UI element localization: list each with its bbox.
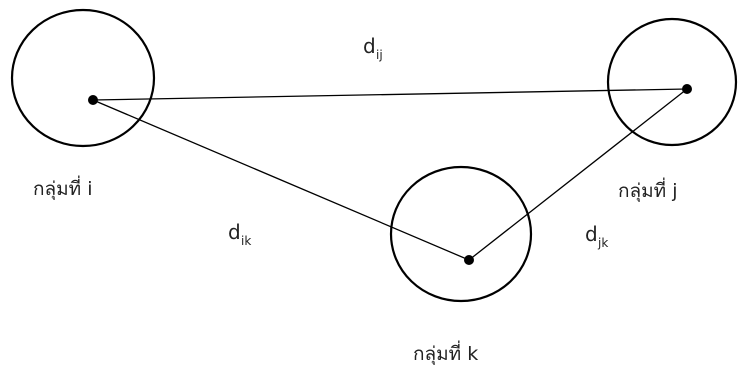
distance-ik-subscript: ik: [241, 234, 251, 248]
distance-ik-main: d: [228, 220, 241, 244]
cluster-j-boundary: [606, 17, 738, 147]
distance-jk-label: d jk: [585, 222, 608, 250]
edge-i-k: [92, 99, 470, 261]
cluster-i-boundary: [10, 8, 156, 148]
cluster-i-label: กลุ่มที่ i: [33, 175, 93, 201]
cluster-k-boundary: [389, 165, 533, 303]
distance-jk-main: d: [585, 222, 598, 246]
cluster-j: [606, 17, 738, 147]
cluster-i-center-point: [88, 95, 98, 105]
edge-i-j: [92, 88, 688, 101]
distance-ij-subscript: ij: [376, 48, 383, 62]
cluster-j-label: กลุ่มที่ j: [618, 177, 678, 203]
distance-ij-label: d ij: [363, 34, 383, 62]
cluster-k-label: กลุ่มที่ k: [413, 340, 478, 366]
cluster-k: [389, 165, 533, 303]
distance-jk-subscript: jk: [597, 236, 608, 250]
edge-j-k: [468, 88, 688, 261]
distance-ij-main: d: [363, 34, 376, 58]
distance-ik-label: d ik: [228, 220, 251, 248]
cluster-i: [10, 8, 156, 148]
cluster-k-center-point: [464, 255, 474, 265]
cluster-j-center-point: [682, 84, 692, 94]
